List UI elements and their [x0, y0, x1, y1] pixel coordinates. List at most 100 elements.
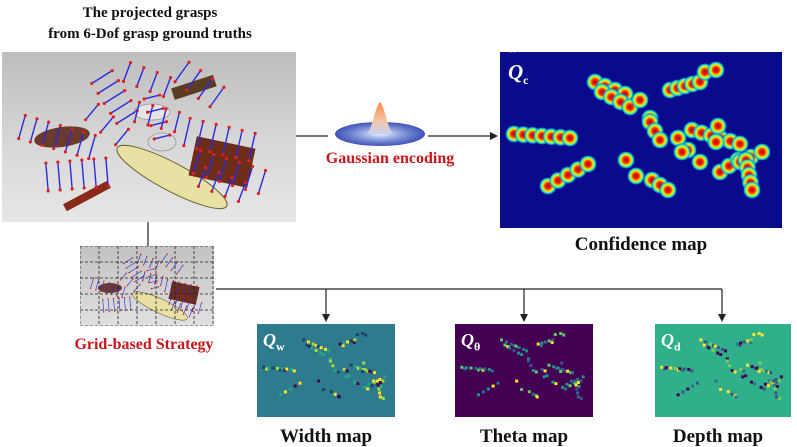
prediction-pixel — [762, 387, 766, 391]
prediction-pixel — [742, 369, 746, 373]
prediction-pixel — [361, 368, 365, 372]
prediction-pixel — [664, 366, 668, 370]
prediction-pixel — [551, 380, 555, 384]
prediction-pixel — [719, 353, 723, 357]
grasp-rung — [187, 284, 192, 298]
prediction-pixel — [579, 379, 583, 383]
prediction-pixel — [319, 346, 323, 350]
grasp-rung — [154, 275, 158, 284]
confidence-peak — [753, 143, 771, 161]
grasp-rung — [105, 282, 110, 294]
grasp-tip — [201, 119, 205, 123]
prediction-pixel — [481, 390, 485, 394]
prediction-pixel — [570, 371, 574, 375]
prediction-pixel — [719, 388, 723, 392]
prediction-pixel — [669, 366, 673, 370]
prediction-pixel — [474, 366, 478, 370]
grasp-tip — [188, 116, 192, 120]
prediction-pixel — [726, 390, 730, 394]
grasp-rung — [129, 297, 132, 310]
grasp-tip — [196, 96, 200, 101]
grasp-tip — [175, 273, 178, 275]
grasp-tip — [176, 311, 179, 313]
grasp-rung — [237, 182, 247, 202]
grasp-tip — [56, 160, 60, 164]
grasp-tip — [148, 89, 152, 93]
grasp-tip — [142, 97, 146, 101]
prediction-pixel — [678, 367, 682, 371]
prediction-pixel — [766, 384, 770, 388]
grasp-tip — [58, 123, 62, 128]
grasp-rung — [148, 273, 152, 283]
grasp-tip — [178, 281, 181, 283]
prediction-pixel — [749, 340, 753, 344]
prediction-pixel — [686, 387, 690, 391]
prediction-pixel — [535, 395, 539, 399]
grasp-tip — [140, 270, 142, 273]
prediction-pixel — [366, 387, 370, 391]
prediction-pixel — [676, 368, 680, 372]
prediction-pixel — [759, 385, 763, 389]
grasp-rung — [116, 110, 138, 124]
prediction-pixel — [774, 377, 778, 381]
prediction-pixel — [749, 380, 753, 384]
grasp-tip — [131, 257, 134, 259]
prediction-pixel — [752, 382, 756, 386]
prediction-pixel — [699, 338, 703, 342]
grasp-tip — [236, 199, 241, 203]
grasp-rung — [151, 286, 159, 289]
grasp-tip — [210, 189, 214, 193]
grasp-rung — [105, 157, 109, 187]
prediction-pixel — [566, 369, 570, 373]
source-title-line2: from 6-Dof grasp ground truths — [48, 26, 252, 42]
prediction-pixel — [371, 371, 375, 375]
grasp-scene — [17, 60, 268, 212]
grasp-rung — [174, 61, 190, 83]
grasp-rung — [168, 293, 173, 305]
grasp-tip — [148, 266, 151, 268]
prediction-pixel — [341, 344, 345, 348]
prediction-pixel — [507, 346, 511, 350]
prediction-pixel — [774, 391, 778, 395]
grasp-rung — [93, 158, 97, 188]
grasp-tip — [128, 271, 130, 274]
prediction-pixel — [346, 340, 350, 344]
grasp-tip — [156, 280, 158, 282]
grasp-rung — [91, 70, 113, 84]
prediction-pixel — [775, 395, 779, 399]
prediction-pixel — [705, 345, 709, 349]
grasp-rung — [197, 167, 207, 187]
prediction-pixel — [337, 395, 341, 399]
grasp-tip — [158, 93, 162, 97]
grasp-rung — [121, 286, 126, 298]
prediction-pixel — [777, 379, 781, 383]
prediction-pixel — [367, 382, 371, 386]
grasp-tip — [230, 183, 235, 188]
prediction-pixel — [363, 368, 367, 372]
grasp-rung — [189, 308, 193, 317]
grasp-tip — [89, 287, 92, 290]
prediction-pixel — [576, 377, 580, 381]
grasp-tip — [46, 189, 50, 193]
prediction-pixel — [716, 346, 720, 350]
prediction-pixel — [681, 368, 685, 372]
prediction-pixel — [561, 368, 565, 372]
prediction-pixel — [750, 365, 754, 369]
grasp-tip — [150, 272, 152, 275]
prediction-pixel — [377, 387, 381, 391]
grasp-rung — [222, 127, 230, 155]
grasp-tip — [243, 181, 248, 185]
grasp-tip — [126, 127, 131, 131]
grasp-tip — [113, 143, 118, 147]
prediction-pixel — [735, 342, 739, 346]
grasp-rung — [244, 166, 254, 190]
prediction-pixel — [690, 369, 694, 373]
grasp-tip — [168, 133, 172, 137]
prediction-pixel — [316, 344, 320, 348]
grasp-tip — [203, 166, 208, 170]
prediction-pixel — [378, 395, 382, 399]
grasp-tip — [124, 286, 126, 288]
